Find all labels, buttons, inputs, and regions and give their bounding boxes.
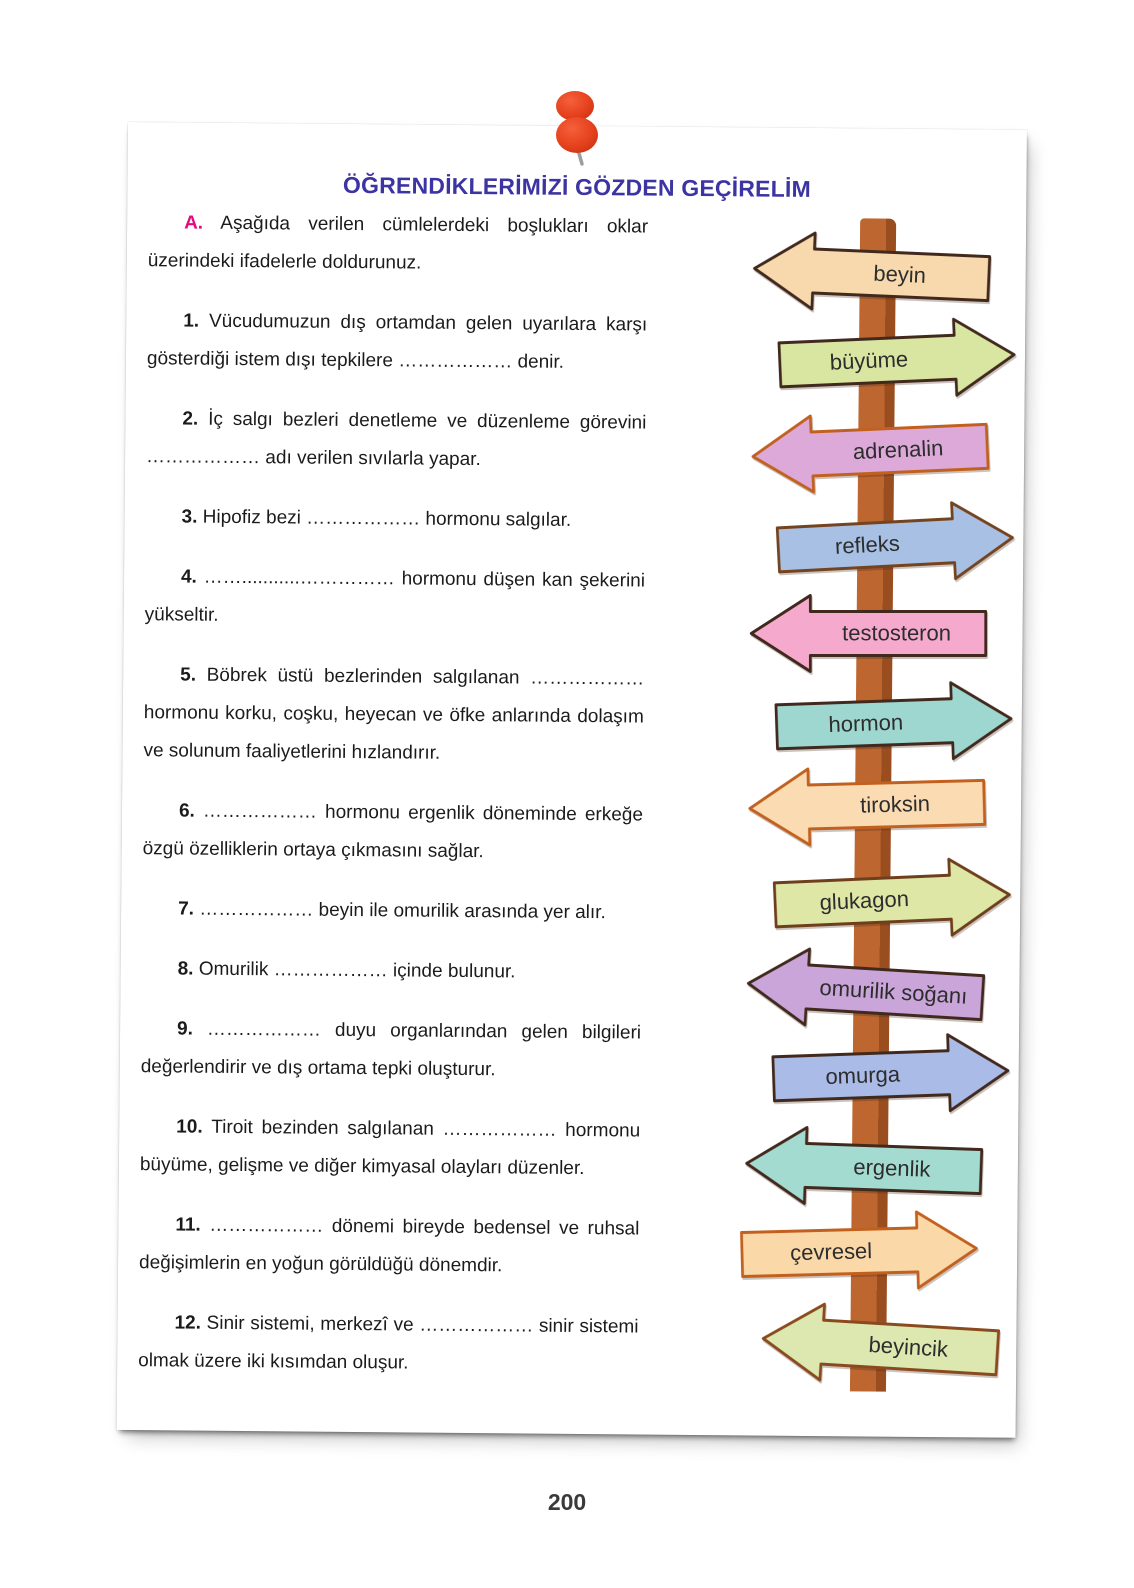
signpost-arrow-1: beyin (749, 224, 993, 322)
question-number: 10. (176, 1116, 203, 1138)
signpost-arrow-5: testosteron (748, 589, 988, 677)
question-number: 3. (181, 506, 198, 528)
worksheet-card: ÖĞRENDİKLERİMİZİ GÖZDEN GEÇİRELİM A. Aşa… (116, 122, 1028, 1438)
question-number: 1. (183, 310, 200, 332)
arrow-left-shape (749, 593, 988, 673)
signpost-arrow-11: ergenlik (741, 1119, 984, 1215)
arrow-left-shape (761, 1302, 1001, 1382)
question-1: 1. Vücudumuzun dış ortamdan gelen uyarıl… (146, 310, 648, 373)
question-2: 2. İç salgı bezleri denetleme ve düzenle… (145, 408, 647, 471)
arrow-label: çevresel (789, 1238, 873, 1266)
question-number: 6. (178, 800, 195, 822)
signpost-arrow-13: beyincik (757, 1294, 1002, 1396)
question-number: 11. (175, 1214, 201, 1236)
arrow-label: testosteron (842, 620, 951, 646)
arrow-right-shape (740, 1210, 978, 1290)
signpost-arrow-10: omurga (770, 1027, 1013, 1123)
signpost-arrow-3: adrenalin (747, 402, 991, 500)
question-number: 2. (182, 408, 199, 430)
pushpin-icon (556, 91, 598, 166)
question-10: 10. Tiroit bezinden salgılanan ……………… ho… (139, 1116, 641, 1180)
signpost-arrow-2: büyüme (776, 311, 1020, 409)
arrow-label: ergenlik (852, 1154, 931, 1182)
question-number: 9. (176, 1018, 194, 1040)
question-9: 9. ……………… duyu organlarından gelen bilgi… (140, 1018, 642, 1081)
arrow-right-shape (774, 681, 1013, 761)
question-5: 5. Böbrek üstü bezlerinden salgılanan ……… (143, 664, 645, 764)
arrow-left-shape (748, 767, 987, 847)
signpost: beyin büyüme adrenalin refleks testosteron ho… (725, 205, 1028, 1428)
signpost-arrow-7: tiroksin (745, 758, 987, 852)
arrow-label: tiroksin (859, 790, 931, 818)
signpost-arrow-4: refleks (774, 494, 1018, 594)
arrow-right-shape (771, 1033, 1010, 1113)
question-number: 12. (174, 1312, 202, 1334)
question-3: 3. Hipofiz bezi ……………… hormonu salgılar. (181, 506, 572, 531)
arrow-label: büyüme (829, 346, 909, 375)
intro-label: A. (184, 212, 204, 234)
question-7: 7. ……………… beyin ile omurilik arasında ye… (178, 898, 606, 924)
arrow-right-shape (775, 501, 1014, 581)
arrow-label: beyincik (867, 1331, 949, 1362)
arrow-left-shape (751, 414, 990, 494)
question-8: 8. Omurilik ……………… içinde bulunur. (177, 958, 516, 983)
signpost-arrow-9: omurilik soğanı (742, 939, 987, 1041)
question-12: 12. Sinir sistemi, merkezî ve ……………… sin… (138, 1312, 639, 1374)
signpost-arrows: beyin büyüme adrenalin refleks testosteron ho… (735, 205, 1027, 1382)
arrow-left-shape (745, 1125, 984, 1205)
question-number: 4. (180, 566, 197, 588)
question-4: 4. ……...........…………… hormonu düşen kan … (144, 566, 646, 626)
question-6: 6. ……………… hormonu ergenlik döneminde erk… (142, 800, 644, 863)
intro-text: Aşağıda verilen cümlelerdeki boşlukları … (147, 212, 649, 274)
pushpin-cap-top (556, 91, 594, 121)
question-number: 7. (178, 898, 195, 920)
arrow-label: glukagon (819, 886, 910, 915)
pushpin-cap-body (556, 117, 598, 153)
arrow-label: omurga (825, 1061, 901, 1090)
arrow-label: hormon (828, 709, 904, 738)
questions-column: A. Aşağıda verilen cümlelerdeki boşlukla… (138, 204, 648, 1406)
signpost-arrow-6: hormon (773, 675, 1016, 771)
arrow-label: beyin (872, 260, 927, 288)
arrow-right-shape (777, 317, 1016, 397)
arrow-right-shape (772, 857, 1011, 937)
page-number: 200 (547, 1489, 587, 1515)
arrow-left-shape (746, 947, 986, 1027)
arrow-label: omurilik soğanı (818, 974, 969, 1009)
arrow-left-shape (753, 231, 992, 311)
question-number: 5. (180, 664, 197, 686)
arrow-label: adrenalin (852, 435, 944, 465)
signpost-arrow-8: glukagon (771, 851, 1015, 949)
question-11: 11. ……………… dönemi bireyde bedensel ve ru… (138, 1214, 640, 1277)
intro-instruction: A. Aşağıda verilen cümlelerdeki boşlukla… (148, 204, 649, 284)
signpost-arrow-12: çevresel (739, 1204, 981, 1298)
question-number: 8. (177, 958, 194, 980)
arrow-label: refleks (834, 530, 901, 559)
